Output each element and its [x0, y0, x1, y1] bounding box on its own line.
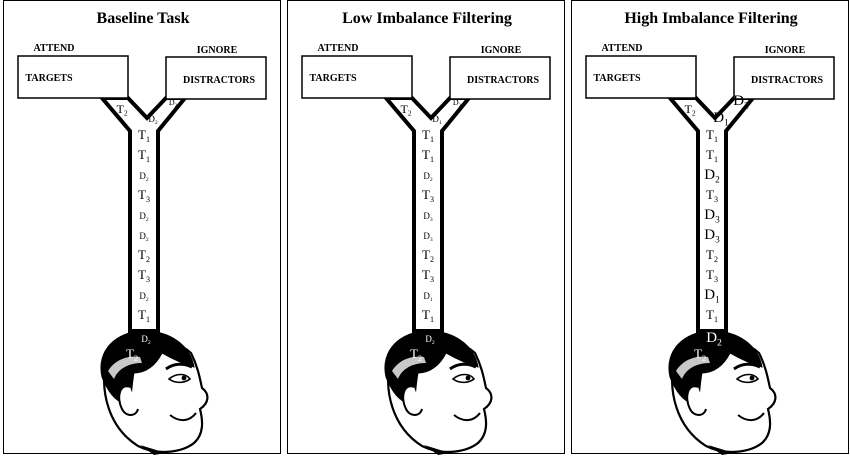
- targets-box-label: TARGETS: [25, 73, 72, 84]
- stem-symbol: T3: [706, 267, 718, 284]
- stem-symbol: T1: [138, 307, 150, 324]
- panel-title: Baseline Task: [97, 10, 190, 27]
- stem-symbol: T1: [138, 127, 150, 144]
- stem-symbol: D2: [139, 171, 149, 183]
- left-arm-symbol: T2: [400, 102, 411, 118]
- stem-symbol: D1: [704, 287, 720, 305]
- stem-symbol: T3: [422, 187, 434, 204]
- head-symbol: D2: [425, 334, 435, 346]
- stem-symbol: D3: [704, 227, 720, 245]
- attend-label: ATTEND: [34, 43, 75, 54]
- stem-symbol: T2: [422, 247, 434, 264]
- panel-title: Low Imbalance Filtering: [342, 10, 512, 27]
- targets-box-label: TARGETS: [309, 73, 356, 84]
- stem-symbol: D2: [139, 211, 149, 223]
- head-illustration: [100, 330, 209, 455]
- targets-box: [585, 55, 697, 99]
- distractors-box-label: DISTRACTORS: [183, 75, 255, 86]
- filter-funnel: [381, 96, 474, 333]
- filter-funnel: [97, 96, 190, 333]
- stem-symbol: T1: [422, 127, 434, 144]
- stem-symbol: T3: [138, 187, 150, 204]
- right-arm-symbol: D2: [148, 114, 158, 126]
- distractors-box: [733, 56, 835, 100]
- right-arm-symbol: D2: [169, 98, 178, 109]
- targets-box: [301, 55, 413, 99]
- targets-box-label: TARGETS: [593, 73, 640, 84]
- stem-symbol: D3: [704, 207, 720, 225]
- right-arm-symbol: D2: [733, 93, 749, 111]
- stem-symbol: D3: [423, 231, 433, 243]
- left-arm-symbol: T2: [684, 102, 695, 118]
- attend-label: ATTEND: [602, 43, 643, 54]
- head-illustration: [668, 330, 777, 455]
- filter-funnel: [665, 96, 758, 333]
- distractors-box-label: DISTRACTORS: [751, 75, 823, 86]
- distractors-box-label: DISTRACTORS: [467, 75, 539, 86]
- head-symbol: T2: [694, 346, 706, 363]
- distractors-box: [165, 56, 267, 100]
- head-symbol: T2: [410, 346, 422, 363]
- stem-symbol: T3: [706, 187, 718, 204]
- targets-box: [17, 55, 129, 99]
- left-arm-symbol: T2: [116, 102, 127, 118]
- stem-symbol: T1: [706, 307, 718, 324]
- stem-symbol: D2: [139, 291, 149, 303]
- stem-symbol: T1: [706, 127, 718, 144]
- stem-symbol: T2: [706, 247, 718, 264]
- stem-symbol: D3: [423, 211, 433, 223]
- stem-symbol: T1: [422, 307, 434, 324]
- distractors-box: [449, 56, 551, 100]
- head-symbol: T2: [126, 346, 138, 363]
- panel-title: High Imbalance Filtering: [624, 10, 797, 27]
- right-arm-symbol: D2: [453, 98, 462, 109]
- stem-symbol: T1: [138, 147, 150, 164]
- ignore-label: IGNORE: [481, 45, 522, 56]
- stem-symbol: T3: [138, 267, 150, 284]
- ignore-label: IGNORE: [765, 45, 806, 56]
- stem-symbol: D2: [423, 171, 433, 183]
- head-symbol: D2: [706, 330, 722, 348]
- stem-symbol: T3: [422, 267, 434, 284]
- stem-symbol: D1: [423, 291, 433, 303]
- attend-label: ATTEND: [318, 43, 359, 54]
- head-illustration: [384, 330, 493, 455]
- right-arm-symbol: D1: [432, 114, 442, 126]
- ignore-label: IGNORE: [197, 45, 238, 56]
- stem-symbol: D2: [139, 231, 149, 243]
- stem-symbol: T1: [706, 147, 718, 164]
- stem-symbol: T1: [422, 147, 434, 164]
- stem-symbol: D2: [704, 167, 720, 185]
- head-symbol: D2: [141, 334, 151, 346]
- right-arm-symbol: D1: [713, 110, 729, 128]
- stem-symbol: T2: [138, 247, 150, 264]
